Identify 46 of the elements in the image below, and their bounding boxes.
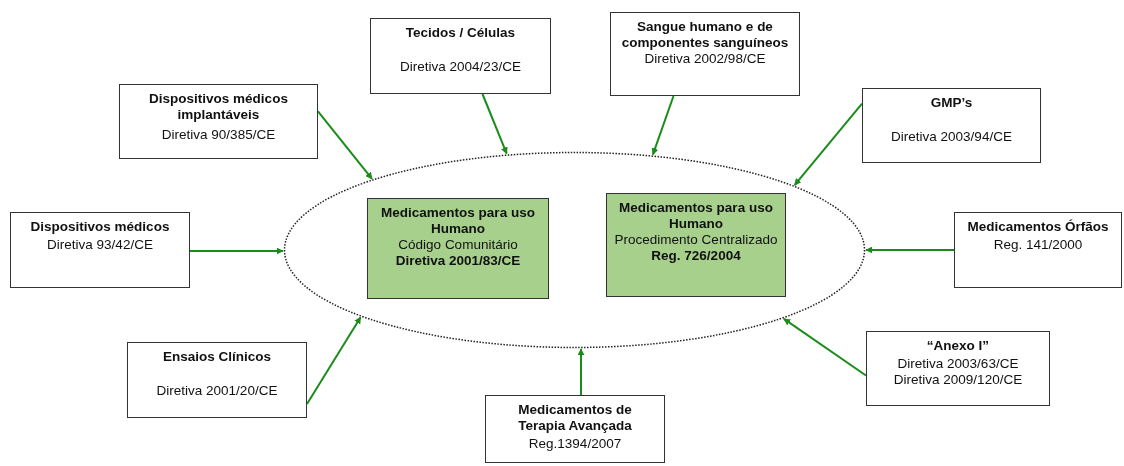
regulation-box (866, 331, 1050, 406)
regulation-text: Diretiva 93/42/CE (47, 237, 153, 253)
arrow (306, 316, 362, 406)
regulation-text: Reg.1394/2007 (528, 436, 622, 452)
regulation-box (127, 342, 307, 418)
arrow (189, 247, 284, 255)
arrow (782, 317, 867, 377)
regulation-box (954, 212, 1122, 288)
dotted-ellipse (283, 151, 866, 349)
arrow (651, 95, 675, 156)
regulation-text: Diretiva 2009/120/CE (893, 372, 1023, 388)
box-title: Medicamentos de Terapia Avançada (517, 402, 633, 434)
regulation-text: Diretiva 2004/23/CE (400, 59, 521, 75)
box-title: Sangue humano e de componentes sanguíneos (620, 19, 790, 51)
box-title: GMP’s (930, 95, 973, 111)
arrow (793, 102, 863, 187)
box-title: “Anexo I” (926, 338, 990, 354)
regulation-text: Diretiva 2001/83/CE (395, 253, 521, 269)
highlighted-box (606, 193, 786, 297)
regulation-text: Diretiva 90/385/CE (161, 127, 276, 143)
regulation-box (862, 88, 1041, 163)
arrow (317, 110, 373, 180)
regulation-box (485, 395, 665, 463)
box-title: Dispositivos médicos implantáveis (148, 91, 289, 123)
box-title: Medicamentos Órfãos (967, 219, 1109, 235)
box-title: Tecidos / Células (405, 25, 516, 41)
arrow (481, 93, 508, 155)
regulation-text: Diretiva 2001/20/CE (156, 383, 278, 399)
box-title: Medicamentos para uso Humano (618, 200, 774, 232)
regulation-box (10, 212, 190, 288)
regulation-text: Reg. 726/2004 (651, 248, 741, 264)
box-title: Ensaios Clínicos (162, 349, 271, 365)
regulation-text: Diretiva 2003/94/CE (891, 129, 1012, 145)
regulation-box (370, 18, 551, 94)
regulation-box (610, 12, 800, 96)
regulation-text: Diretiva 2003/63/CE (897, 356, 1019, 372)
box-title: Dispositivos médicos (30, 219, 170, 235)
arrow (865, 246, 955, 254)
arrow (577, 348, 585, 396)
highlighted-box (367, 198, 549, 299)
regulation-text: Código Comunitário (398, 237, 518, 253)
box-title: Medicamentos para uso Humano (380, 205, 536, 237)
regulation-text: Diretiva 2002/98/CE (644, 51, 766, 67)
regulation-text: Reg. 141/2000 (993, 237, 1083, 253)
regulation-text: Procedimento Centralizado (614, 232, 778, 248)
regulation-box (119, 84, 318, 159)
